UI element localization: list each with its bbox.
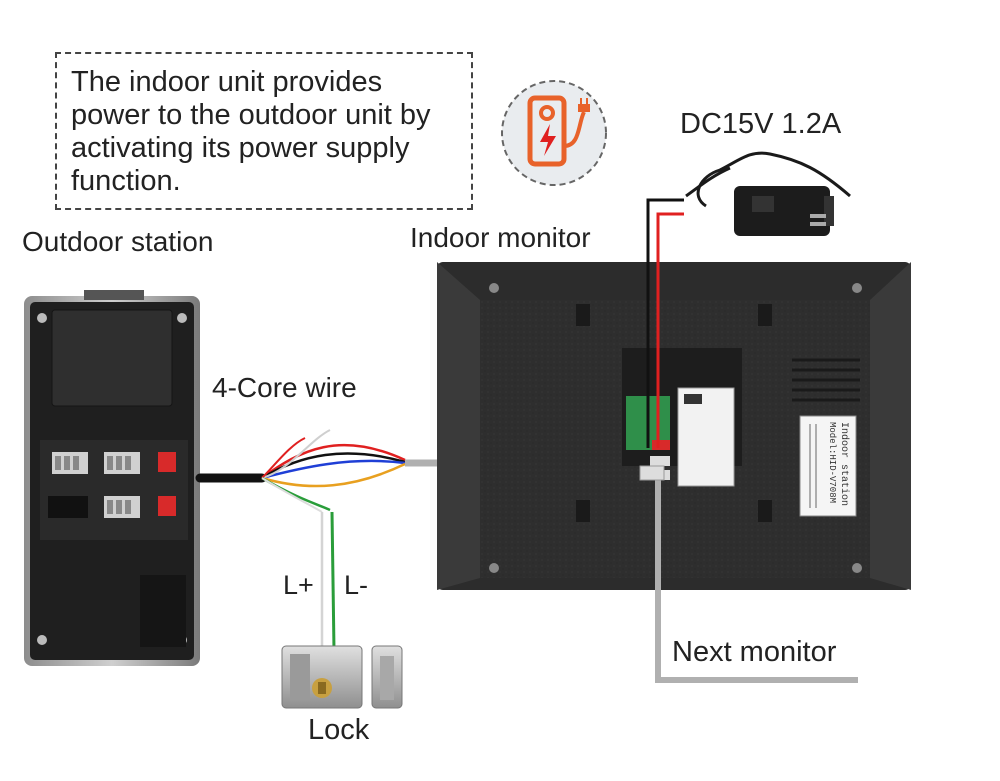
outdoor-station: [24, 290, 200, 666]
electric-lock: [281, 645, 403, 709]
power-adapter: [685, 151, 851, 236]
lock-label: Lock: [308, 714, 370, 746]
lock-plus-label: L+: [283, 570, 314, 600]
next-monitor-label: Next monitor: [672, 636, 837, 668]
power-note: The indoor unit provides power to the ou…: [55, 52, 473, 210]
outdoor-terminal-blocks: [48, 452, 176, 518]
wire-label: 4-Core wire: [212, 372, 357, 403]
note-line: The indoor unit provides: [71, 66, 383, 98]
model-sticker: Indoor station Model:HID-V708M: [799, 415, 857, 517]
note-line: activating its power supply: [71, 132, 410, 164]
next-monitor-cable: [639, 465, 858, 683]
lock-minus-label: L-: [344, 570, 369, 600]
indoor-monitor: Indoor station Model:HID-V708M: [437, 262, 911, 590]
sticker-model: Model:HID-V708M: [827, 422, 837, 503]
outdoor-station-label: Outdoor station: [22, 226, 214, 257]
sticker-title: Indoor station: [838, 422, 850, 506]
note-line: function.: [71, 165, 181, 197]
note-line: power to the outdoor unit by: [71, 99, 431, 131]
power-adapter-label: DC15V 1.2A: [680, 108, 842, 140]
indoor-monitor-label: Indoor monitor: [410, 222, 591, 253]
power-supply-icon: [501, 80, 607, 186]
power-wires: [646, 198, 684, 448]
speaker-grille: [792, 358, 860, 402]
